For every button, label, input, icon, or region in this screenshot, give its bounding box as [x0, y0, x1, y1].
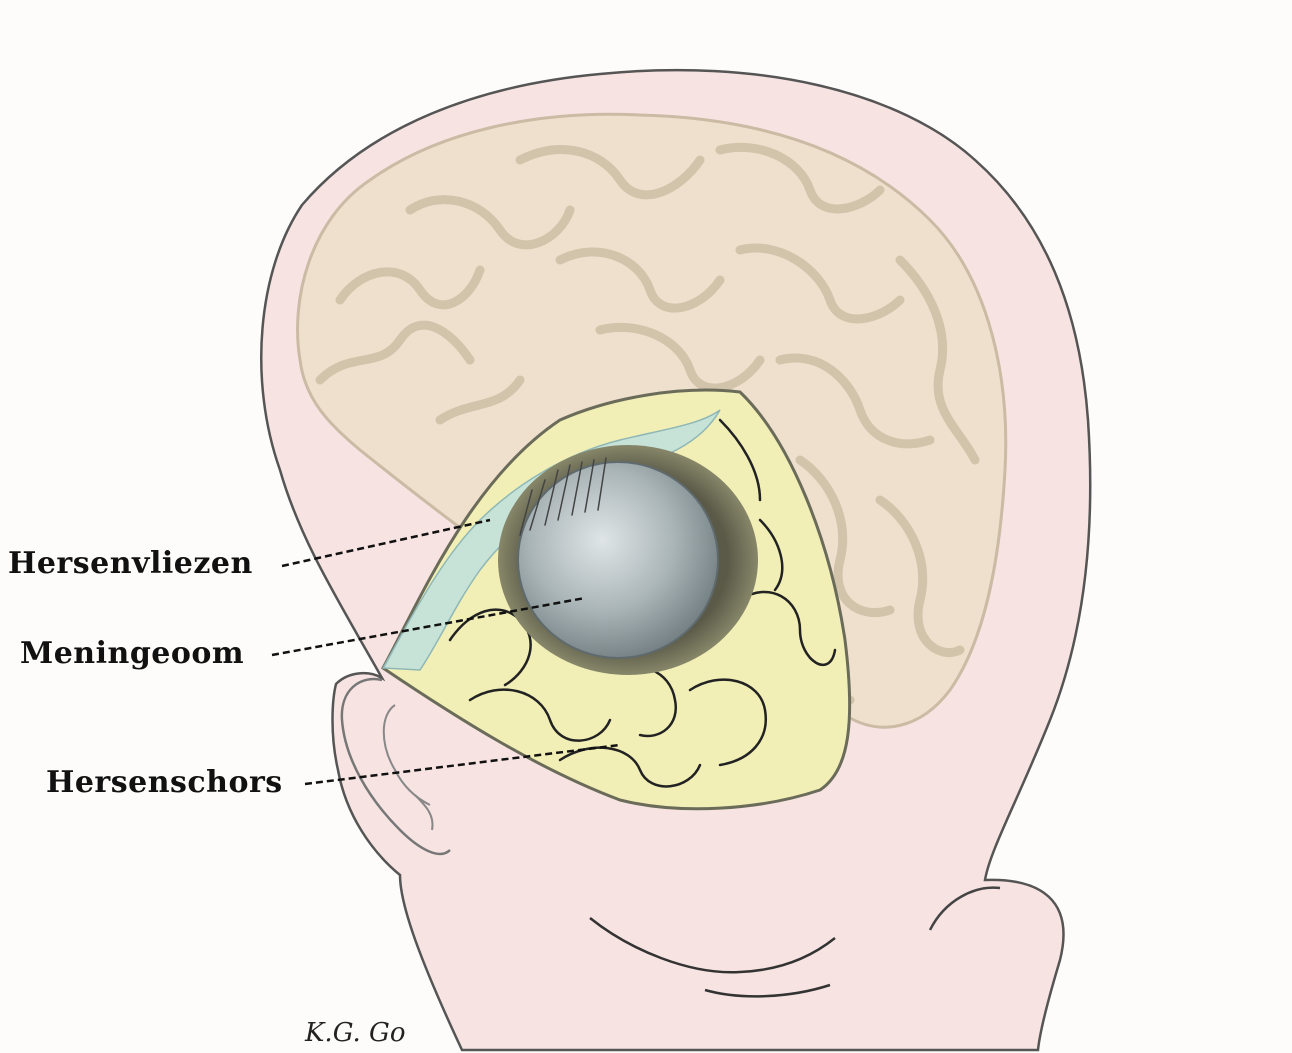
artist-signature: K.G. Go — [305, 1018, 405, 1048]
label-meningioma: Meningeoom — [20, 636, 244, 671]
label-cortex: Hersenschors — [46, 765, 283, 800]
meningioma — [518, 462, 718, 658]
label-meninges: Hersenvliezen — [8, 546, 253, 581]
